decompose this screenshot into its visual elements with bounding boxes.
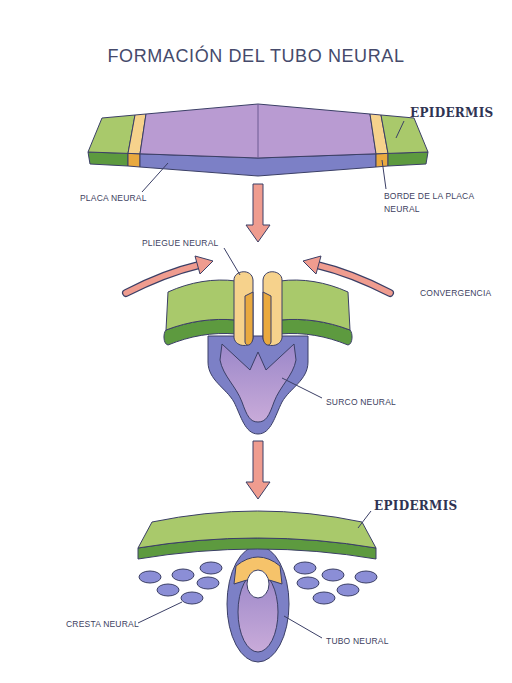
groove-wall <box>208 336 308 434</box>
diagram-title: FORMACIÓN DEL TUBO NEURAL <box>0 46 512 67</box>
epidermis-face <box>88 115 135 153</box>
step-arrow <box>246 441 270 499</box>
epidermis-edge <box>388 152 428 166</box>
part-label: BORDE DE LA PLACA NEURAL <box>384 190 494 216</box>
arrow-head <box>303 256 321 274</box>
crest-cell <box>157 584 179 596</box>
neural-fold <box>234 272 253 346</box>
tube-lumen <box>247 570 269 598</box>
groove-lumen <box>220 344 296 422</box>
part-label: PLIEGUE NEURAL <box>142 237 219 250</box>
crest-cell <box>322 569 344 581</box>
epidermis-face <box>280 280 350 330</box>
tube-wall <box>227 546 289 662</box>
crest-cell <box>200 562 222 574</box>
leader-line <box>138 602 182 623</box>
part-label: CRESTA NEURAL <box>66 618 139 631</box>
leader-line <box>224 248 240 275</box>
step-arrow <box>246 184 270 242</box>
crest-cell <box>172 569 194 581</box>
crest-cell <box>313 592 335 604</box>
left-neural-fold <box>164 272 253 346</box>
leader-line <box>382 160 386 189</box>
part-label: EPIDERMIS <box>410 104 494 122</box>
neural-plate-slab <box>88 104 428 176</box>
convergence-arrow <box>303 256 390 293</box>
epidermis-face <box>138 511 376 548</box>
plate-border-edge <box>128 153 140 167</box>
part-label: SURCO NEURAL <box>326 396 396 409</box>
arrow-shaft <box>317 265 390 293</box>
neural-plate-face <box>140 104 376 158</box>
neural-fold-edge <box>263 292 271 345</box>
neural-fold <box>263 272 282 346</box>
epidermis-face <box>166 280 236 330</box>
crest-cell <box>297 577 319 589</box>
neural-crest-cells <box>139 562 377 604</box>
crest-cell <box>294 562 316 574</box>
arrow-shaft <box>126 265 199 293</box>
crest-cell <box>355 571 377 583</box>
leader-lines <box>138 121 404 638</box>
leader-line <box>142 163 168 192</box>
leader-line <box>282 378 322 398</box>
crest-cell <box>197 577 219 589</box>
part-label: PLACA NEURAL <box>80 192 147 205</box>
crest-cell <box>139 571 161 583</box>
leader-line <box>284 616 322 638</box>
right-neural-fold <box>263 272 352 346</box>
crest-cell <box>181 592 203 604</box>
leader-line <box>358 511 371 528</box>
convergence-arrow <box>126 256 213 293</box>
crest-cell <box>337 584 359 596</box>
epidermis-face <box>381 115 428 153</box>
arrow-head <box>195 256 213 274</box>
leader-line <box>396 121 404 138</box>
arrow-outline <box>317 265 390 293</box>
process-label: CONVERGENCIA <box>420 287 491 300</box>
neural-groove-figure <box>164 272 352 434</box>
epidermis-edge <box>88 152 128 166</box>
plate-crease <box>258 104 259 158</box>
neural-fold-edge <box>245 292 253 345</box>
part-label: EPIDERMIS <box>374 497 458 515</box>
arrow-outline <box>126 265 199 293</box>
part-label: TUBO NEURAL <box>326 635 389 648</box>
